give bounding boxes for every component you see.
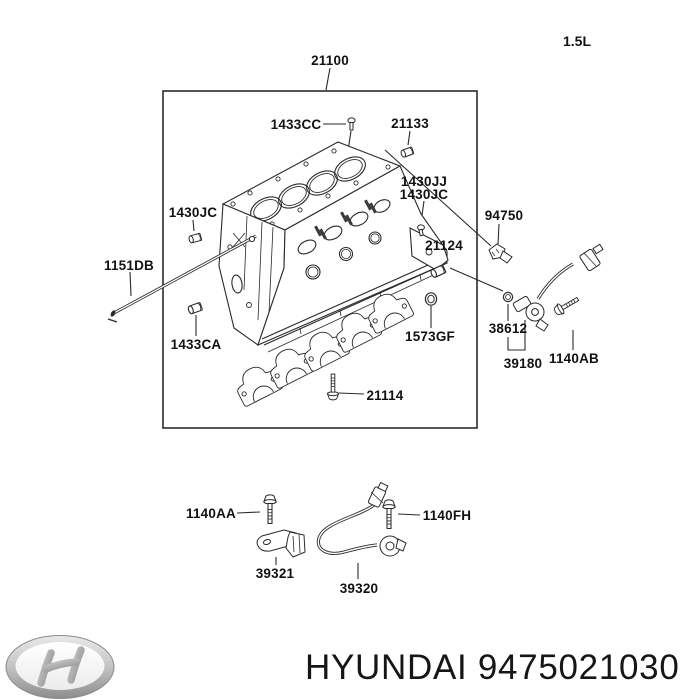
part-label-94750: 94750	[484, 208, 524, 223]
diagram-border-box	[162, 90, 478, 429]
part-21114-bolt	[327, 373, 339, 401]
part-1140AA-bolt	[263, 494, 277, 524]
part-21133-plug	[399, 146, 415, 159]
part-label-1140FH: 1140FH	[422, 508, 472, 523]
part-label-1140AB: 1140AB	[549, 351, 599, 366]
part-label-39321: 39321	[255, 566, 295, 581]
part-1433CC-bolt	[347, 117, 356, 131]
part-label-1430JJ: 1430JJ	[400, 174, 448, 189]
part-1151DB-dipstick-tube	[107, 234, 257, 323]
part-1430JJ-bolt	[417, 224, 425, 237]
part-label-1430JC-right: 1430JC	[399, 186, 449, 202]
part-label-1430JC-left: 1430JC	[168, 205, 218, 220]
part-38612-oring	[502, 291, 514, 303]
part-label-21114: 21114	[366, 388, 404, 403]
part-label-1433CA: 1433CA	[170, 337, 222, 352]
part-label-1430JJ-1430JC: 1430JJ 1430JC	[399, 174, 449, 202]
part-39321-bracket	[256, 529, 306, 558]
part-label-1140AA: 1140AA	[186, 506, 236, 521]
part-label-38612: 38612	[488, 321, 528, 336]
footer-part-title: HYUNDAI 9475021030	[305, 648, 680, 687]
part-1573GF-ring	[424, 292, 438, 306]
engine-size-label: 1.5L	[562, 33, 592, 49]
part-1140AB-bolt	[552, 293, 581, 318]
part-label-39180: 39180	[503, 356, 543, 371]
part-label-1433CC: 1433CC	[270, 117, 322, 132]
part-1433CA-bushing	[186, 301, 204, 315]
part-39320-knock-sensor	[316, 481, 407, 557]
engine-block-illustration	[218, 141, 449, 408]
part-label-21133: 21133	[391, 116, 429, 131]
part-label-39320: 39320	[339, 581, 379, 596]
part-1430JC-bushing	[187, 232, 203, 244]
part-label-21100: 21100	[311, 53, 349, 68]
part-94750-sensor	[488, 243, 513, 264]
part-label-21124: 21124	[425, 238, 463, 253]
part-label-1151DB: 1151DB	[104, 258, 154, 273]
leader-lines	[129, 67, 574, 579]
part-39180-crank-sensor	[512, 243, 604, 332]
part-label-1573GF: 1573GF	[405, 329, 455, 344]
hyundai-logo-icon	[5, 635, 115, 699]
part-1140FH-bolt	[382, 499, 396, 529]
